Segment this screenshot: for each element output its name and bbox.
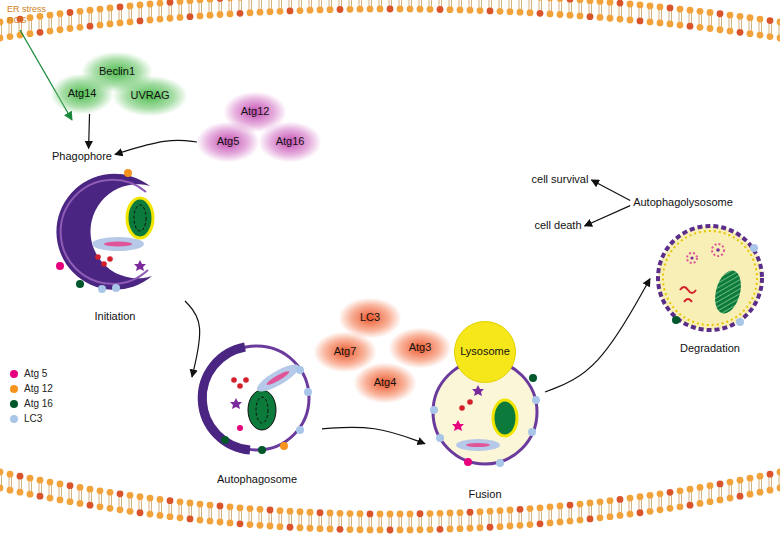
- legend-swatch: [10, 415, 18, 423]
- pathway-arrow: [88, 114, 90, 148]
- legend-text: LC3: [24, 413, 42, 424]
- text-node: cell death: [531, 217, 584, 234]
- node-label: Beclin1: [99, 65, 135, 78]
- node-label: Atg4: [374, 376, 397, 389]
- lysosome-disc: Lysosome: [454, 321, 516, 383]
- stress-label: ROS: [7, 15, 27, 26]
- node-label: UVRAG: [130, 89, 169, 102]
- stage-illustration: Degradation: [650, 222, 770, 357]
- stage-illustration: Initiation: [45, 165, 185, 325]
- node-label: LC3: [360, 311, 380, 324]
- node-label: Degradation: [680, 342, 740, 355]
- node-label: Autophagolysosome: [633, 196, 733, 209]
- pathway-arrow: [591, 180, 630, 200]
- legend: Atg 5 Atg 12 Atg 16 LC3: [10, 366, 53, 426]
- node-label: Lysosome: [460, 345, 510, 358]
- stage-illustration: Autophagosome: [192, 340, 322, 488]
- pathway-arrow: [322, 427, 425, 444]
- node-label: Initiation: [95, 310, 136, 323]
- pathway-arrow: [115, 140, 197, 154]
- legend-text: Atg 16: [24, 398, 53, 409]
- node-label: Atg14: [68, 87, 97, 100]
- phagophore-crescent: [56, 169, 153, 293]
- node-label: Fusion: [468, 488, 501, 501]
- degradation-vesicle: [658, 226, 762, 330]
- protein-blob: Atg3: [389, 328, 451, 368]
- legend-swatch: [10, 400, 18, 408]
- node-label: Atg7: [334, 345, 357, 358]
- node-label: Atg5: [217, 135, 240, 148]
- protein-blob: Atg5: [197, 122, 259, 162]
- legend-swatch: [10, 370, 18, 378]
- legend-row: Atg 12: [10, 381, 53, 396]
- protein-blob: Atg16: [259, 122, 322, 162]
- node-label: Phagophore: [52, 150, 112, 163]
- pathway-arrow: [185, 301, 200, 377]
- node-label: cell death: [534, 219, 581, 232]
- node-label: Atg16: [276, 135, 305, 148]
- text-node: cell survival: [529, 171, 592, 188]
- protein-blob: UVRAG: [113, 76, 186, 116]
- legend-text: Atg 5: [24, 368, 47, 379]
- legend-swatch: [10, 385, 18, 393]
- protein-blob: Atg14: [51, 74, 114, 114]
- node-label: cell survival: [532, 173, 589, 186]
- legend-row: LC3: [10, 411, 53, 426]
- legend-text: Atg 12: [24, 383, 53, 394]
- text-node: Autophagolysosome: [630, 194, 736, 211]
- stress-label: ER stress: [7, 4, 46, 15]
- node-label: Atg3: [409, 341, 432, 354]
- protein-blob: Atg4: [354, 363, 416, 403]
- legend-row: Atg 5: [10, 366, 53, 381]
- node-label: Atg12: [241, 105, 270, 118]
- legend-row: Atg 16: [10, 396, 53, 411]
- pathway-arrow: [545, 279, 650, 392]
- text-node: Phagophore: [49, 148, 115, 165]
- autophagosome-vesicle: [202, 346, 312, 454]
- node-label: Autophagosome: [217, 473, 297, 486]
- pathway-arrow: [585, 206, 631, 226]
